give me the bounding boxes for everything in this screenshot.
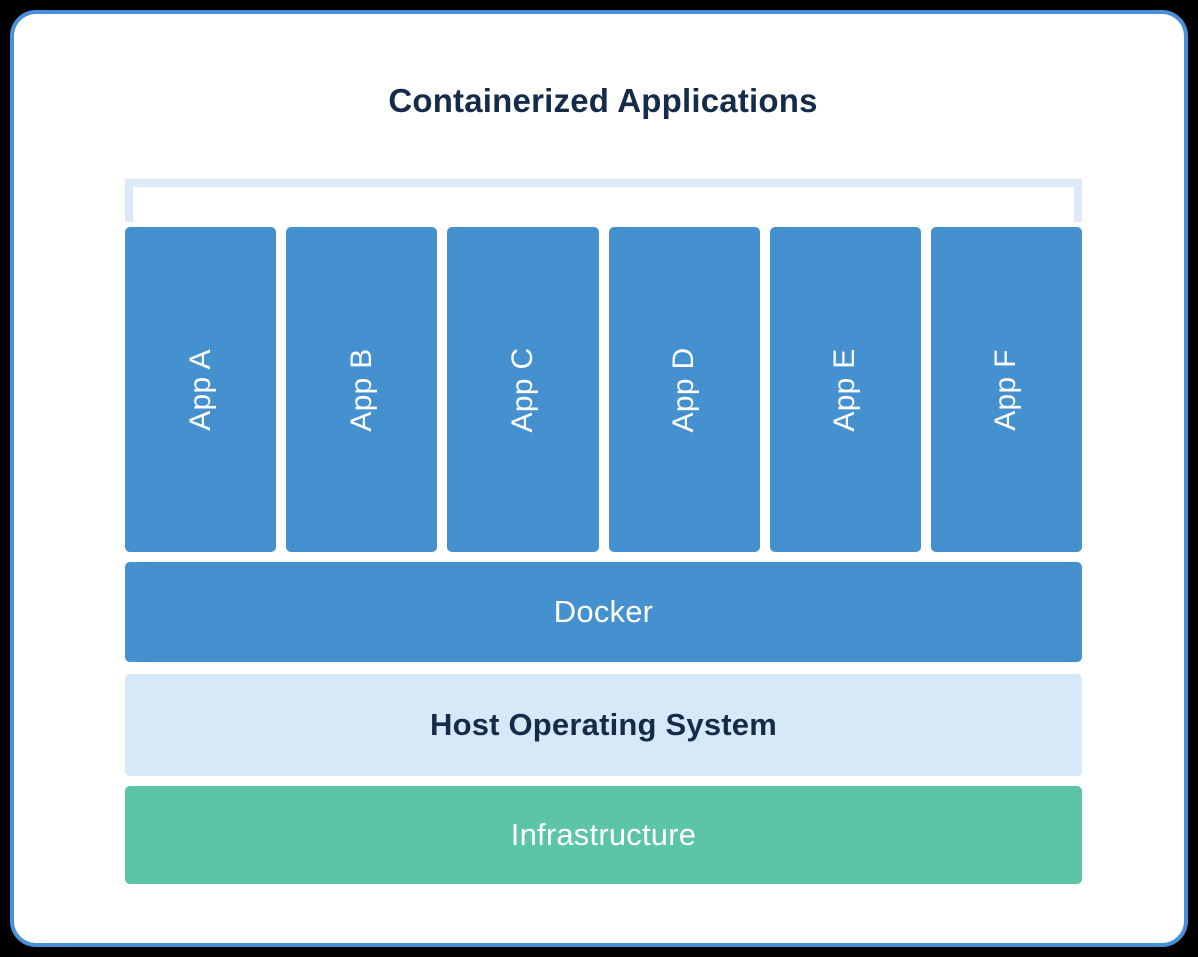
app-box-a[interactable]: App A: [125, 227, 277, 552]
application-group-bracket: [125, 179, 1082, 223]
layer-host-operating-system[interactable]: Host Operating System: [125, 674, 1082, 776]
layer-docker[interactable]: Docker: [125, 562, 1082, 662]
app-box-label: App C: [505, 347, 539, 432]
bracket-right-stub: [1074, 179, 1082, 222]
layer-label: Infrastructure: [510, 817, 697, 852]
bracket-left-stub: [125, 179, 133, 222]
app-box-c[interactable]: App C: [447, 227, 599, 552]
app-box-f[interactable]: App F: [930, 227, 1083, 552]
diagram-card: Containerized Applications App A App B A…: [10, 10, 1188, 947]
app-box-label: App E: [828, 347, 862, 432]
layer-label: Host Operating System: [429, 707, 777, 742]
layer-infrastructure[interactable]: Infrastructure: [125, 786, 1082, 884]
app-box-d[interactable]: App D: [608, 227, 760, 552]
app-box-label: App B: [344, 347, 378, 432]
app-box-label: App A: [183, 348, 217, 431]
bracket-top-bar: [125, 179, 1082, 187]
layer-label: Docker: [553, 594, 654, 629]
app-box-e[interactable]: App E: [769, 227, 921, 552]
app-box-label: App D: [667, 347, 701, 432]
page-title: Containerized Applications: [388, 82, 818, 119]
application-boxes-row: App A App B App C App D App E App F: [125, 227, 1083, 552]
app-box-b[interactable]: App B: [286, 227, 438, 552]
app-box-label: App F: [989, 348, 1023, 431]
